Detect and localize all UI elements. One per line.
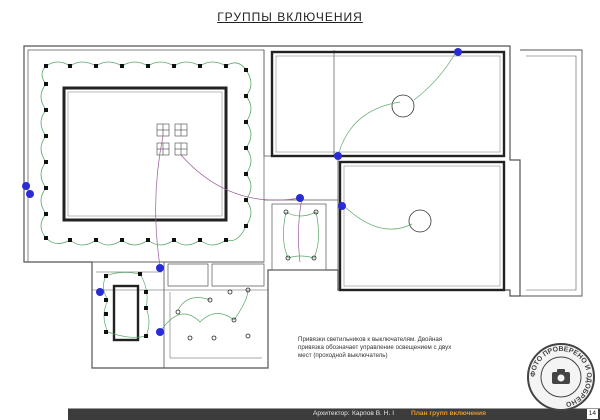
wire-loop-main [40, 61, 252, 246]
ceiling-light-round [408, 209, 432, 233]
small-room-lights [175, 209, 319, 341]
footer-page-number: 14 [586, 409, 598, 419]
light-points [44, 64, 248, 242]
footer-architect-name: Карпов В. Н. I [352, 410, 395, 417]
bath-fixture [112, 284, 140, 342]
footer-sheet-title: План групп включения [411, 410, 486, 417]
ceiling-bottom-right [338, 160, 506, 292]
footer-architect-label: Архитектор: [313, 410, 350, 417]
switch-icons [22, 48, 462, 336]
camera-icon [552, 369, 570, 384]
ceiling-grid-lights [156, 123, 188, 156]
page-title: ГРУППЫ ВКЛЮЧЕНИЯ [217, 10, 363, 24]
ceiling-top-right [270, 50, 506, 158]
footer-bar: Архитектор: Карпов В. Н. I План групп вк… [68, 408, 600, 420]
walls [23, 45, 583, 369]
ceiling-left [62, 86, 228, 222]
legend-note: Привязки светильников к выключателям. Дв… [298, 336, 452, 359]
ceiling-light-round [391, 94, 415, 118]
approval-stamp: ФОТО ПРОВЕРЕНО И ОДОБРЕНО [527, 343, 595, 411]
